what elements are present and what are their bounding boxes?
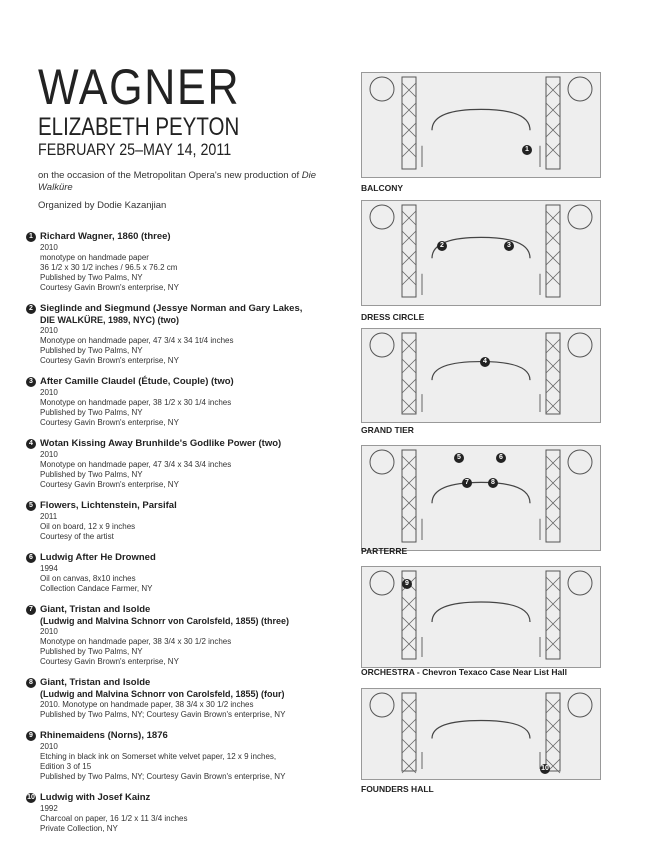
work-detail: Published by Two Palms, NY	[40, 346, 143, 355]
exhibition-dates: FEBRUARY 25–MAY 14, 2011	[38, 140, 232, 159]
work-detail: Monotype on handmade paper, 47 3/4 x 34 …	[40, 460, 232, 469]
work-item: 3 After Camille Claudel (Étude, Couple) (…	[26, 376, 326, 428]
plan-marker: 4	[480, 357, 490, 367]
work-title: Ludwig After He Drowned	[40, 552, 156, 563]
organizer-text: Organized by Dodie Kazanjian	[38, 200, 167, 211]
work-detail: 2010. Monotype on handmade paper, 38 3/4…	[40, 700, 254, 709]
plan-caption: DRESS CIRCLE	[361, 312, 425, 322]
work-title: Giant, Tristan and Isolde	[40, 677, 151, 688]
work-title: Sieglinde and Siegmund (Jessye Norman an…	[40, 303, 303, 314]
plan-caption: ORCHESTRA - Chevron Texaco Case Near Lis…	[361, 667, 567, 677]
plan-marker: 10	[540, 764, 550, 774]
work-detail: Courtesy Gavin Brown's enterprise, NY	[40, 480, 179, 489]
work-detail: Courtesy Gavin Brown's enterprise, NY	[40, 283, 179, 292]
work-detail: Monotype on handmade paper, 38 3/4 x 30 …	[40, 637, 232, 646]
work-detail: Published by Two Palms, NY	[40, 273, 143, 282]
plan-marker: 5	[454, 453, 464, 463]
work-detail: monotype on handmade paper	[40, 253, 149, 262]
work-detail: 2010	[40, 388, 58, 397]
work-detail: Monotype on handmade paper, 47 3/4 x 34 …	[40, 336, 234, 345]
plan-marker: 1	[522, 145, 532, 155]
work-detail: Oil on board, 12 x 9 inches	[40, 522, 136, 531]
work-detail: Collection Candace Farmer, NY	[40, 584, 153, 593]
work-title: Giant, Tristan and Isolde	[40, 604, 151, 615]
work-detail: Courtesy of the artist	[40, 532, 114, 541]
work-detail: Courtesy Gavin Brown's enterprise, NY	[40, 356, 179, 365]
work-item: 2 Sieglinde and Siegmund (Jessye Norman a…	[26, 303, 326, 366]
work-detail: Courtesy Gavin Brown's enterprise, NY	[40, 657, 179, 666]
work-title: Rhinemaidens (Norns), 1876	[40, 730, 168, 741]
work-number-badge: 6	[26, 553, 36, 563]
work-detail: 2010	[40, 326, 58, 335]
work-number-badge: 8	[26, 678, 36, 688]
work-detail: Published by Two Palms, NY	[40, 647, 143, 656]
plan-marker: 6	[496, 453, 506, 463]
work-number-badge: 4	[26, 439, 36, 449]
work-detail: Monotype on handmade paper, 38 1/2 x 30 …	[40, 398, 232, 407]
floor-plan: 10	[361, 688, 601, 780]
plan-marker: 3	[504, 241, 514, 251]
work-detail: Oil on canvas, 8x10 inches	[40, 574, 136, 583]
work-number-badge: 7	[26, 605, 36, 615]
work-detail: Edition 3 of 15	[40, 762, 92, 771]
occasion-text: on the occasion of the Metropolitan Oper…	[38, 170, 317, 193]
work-detail: 2010	[40, 742, 58, 751]
work-detail: Etching in black ink on Somerset white v…	[40, 752, 277, 761]
work-detail: Published by Two Palms, NY; Courtesy Gav…	[40, 772, 286, 781]
work-subtitle: (Ludwig and Malvina Schnorr von Carolsfe…	[40, 616, 290, 626]
plan-caption: GRAND TIER	[361, 425, 414, 435]
work-detail: 2011	[40, 512, 58, 521]
artist-name: ELIZABETH PEYTON	[38, 113, 240, 141]
work-detail: Courtesy Gavin Brown's enterprise, NY	[40, 418, 179, 427]
exhibition-title: WAGNER	[38, 59, 241, 115]
work-subtitle: (Ludwig and Malvina Schnorr von Carolsfe…	[40, 689, 285, 699]
work-detail: 2010	[40, 243, 58, 252]
work-detail: 1992	[40, 804, 58, 813]
work-detail: Published by Two Palms, NY; Courtesy Gav…	[40, 710, 286, 719]
work-detail: 2010	[40, 627, 58, 636]
header: WAGNER ELIZABETH PEYTON FEBRUARY 25–MAY …	[38, 62, 338, 211]
work-number-badge: 10	[26, 793, 36, 803]
work-title: After Camille Claudel (Étude, Couple) (t…	[40, 376, 234, 387]
work-detail: Private Collection, NY	[40, 824, 118, 833]
plan-marker: 2	[437, 241, 447, 251]
work-number-badge: 3	[26, 377, 36, 387]
work-detail: 2010	[40, 450, 58, 459]
plan-marker: 7	[462, 478, 472, 488]
work-number-badge: 1	[26, 232, 36, 242]
work-detail: 36 1/2 x 30 1/2 inches / 96.5 x 76.2 cm	[40, 263, 178, 272]
work-detail: Charcoal on paper, 16 1/2 x 11 3/4 inche…	[40, 814, 188, 823]
work-number-badge: 9	[26, 731, 36, 741]
floor-plan: 5 6 7 8	[361, 445, 601, 551]
work-title: Wotan Kissing Away Brunhilde's Godlike P…	[40, 438, 282, 449]
plan-marker: 9	[402, 579, 412, 589]
plan-caption: BALCONY	[361, 183, 404, 193]
work-item: 8 Giant, Tristan and Isolde(Ludwig and Ma…	[26, 677, 326, 720]
work-subtitle: DIE WALKÜRE, 1989, NYC) (two)	[40, 315, 180, 325]
plan-marker: 8	[488, 478, 498, 488]
floor-plan: 1	[361, 72, 601, 178]
work-title: Ludwig with Josef Kainz	[40, 792, 151, 803]
work-title: Flowers, Lichtenstein, Parsifal	[40, 500, 177, 511]
work-item: 7 Giant, Tristan and Isolde(Ludwig and Ma…	[26, 604, 326, 667]
work-title: Richard Wagner, 1860 (three)	[40, 231, 171, 242]
floor-plan: 4	[361, 328, 601, 423]
work-detail: Published by Two Palms, NY	[40, 408, 143, 417]
work-number-badge: 2	[26, 304, 36, 314]
work-detail: 1994	[40, 564, 58, 573]
floor-plan: 9	[361, 566, 601, 668]
work-number-badge: 5	[26, 501, 36, 511]
work-item: 4 Wotan Kissing Away Brunhilde's Godlike …	[26, 438, 326, 490]
work-detail: Published by Two Palms, NY	[40, 470, 143, 479]
plan-caption: PARTERRE	[361, 546, 408, 556]
plan-caption: FOUNDERS HALL	[361, 784, 434, 794]
